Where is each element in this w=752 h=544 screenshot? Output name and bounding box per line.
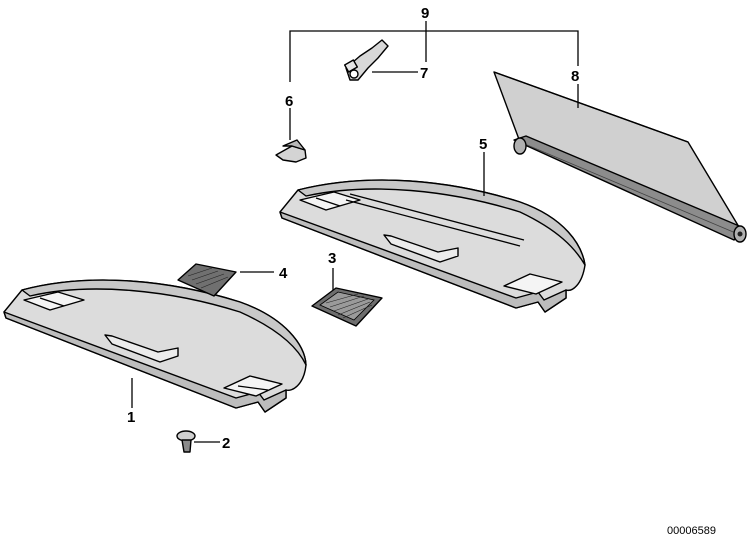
label-2: 2 — [222, 435, 230, 452]
label-8: 8 — [571, 68, 579, 85]
leader-lines — [131, 21, 579, 443]
holder-6 — [275, 139, 307, 163]
label-4: 4 — [279, 265, 288, 282]
label-6: 6 — [285, 93, 293, 110]
label-1: 1 — [127, 409, 135, 426]
roller-blind-8 — [493, 71, 747, 243]
speaker-grille-3 — [311, 287, 383, 327]
label-5: 5 — [479, 136, 487, 153]
label-7: 7 — [420, 65, 428, 82]
diagram-code: 00006589 — [667, 525, 716, 537]
parcel-shelf-upper — [279, 179, 586, 313]
latch-7 — [343, 39, 389, 81]
clip-2 — [176, 430, 196, 453]
parcel-shelf-lower — [3, 279, 307, 413]
speaker-grille-4 — [177, 263, 237, 297]
label-9: 9 — [421, 5, 429, 22]
label-3: 3 — [328, 250, 336, 267]
